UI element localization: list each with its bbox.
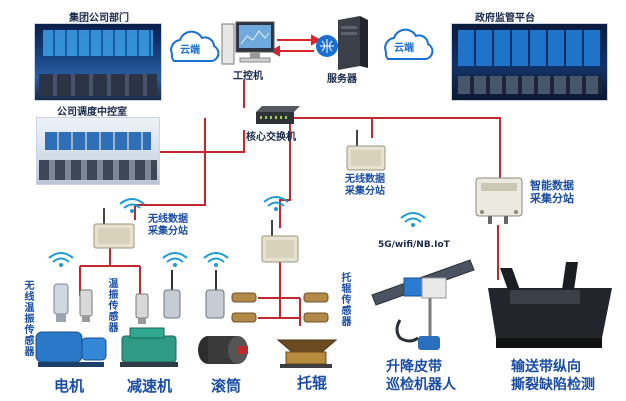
console-desks <box>39 74 157 96</box>
tear-detect-label: 输送带纵向 撕裂缺陷检测 <box>511 358 595 394</box>
dispatch-room-photo <box>36 117 160 185</box>
sensor-cylinder-4 <box>163 270 181 319</box>
idler-sensors <box>231 292 329 323</box>
line-switch-to-dispatch <box>158 130 245 153</box>
drum-label: 滚筒 <box>211 377 242 395</box>
server-label: 服务器 <box>327 74 357 85</box>
line-to-left-station <box>134 118 206 220</box>
screens <box>45 132 151 150</box>
dispatch-room-label: 公司调度中控室 <box>57 107 127 118</box>
gov-label: 政府监管平台 <box>475 13 535 24</box>
smart-station-label: 智能数据 采集分站 <box>530 179 574 205</box>
temp-vib-wireless-label: 无线温振传感器 <box>22 280 33 357</box>
motor-label: 电机 <box>54 377 85 395</box>
core-switch-label: 核心交换机 <box>246 132 296 143</box>
sensor-cylinder-2 <box>79 289 93 322</box>
wireless-station-left-text: 无线数据 采集分站 <box>148 214 188 237</box>
wifi-icon-3 <box>203 252 229 263</box>
cloud-left-label: 云端 <box>180 45 200 56</box>
temp-vib-label: 温振传感器 <box>106 278 117 333</box>
network-label: 5G/wifi/NB.IoT <box>378 240 450 250</box>
gov-desks <box>458 76 601 94</box>
idler-sensor-label: 托辊传感器 <box>339 272 350 327</box>
robot-text: 升降皮带 巡检机器人 <box>386 359 456 393</box>
sensor-cylinder-3 <box>135 293 149 324</box>
wireless-station-left-label: 无线数据 采集分站 <box>148 214 188 238</box>
wireless-station-mid-label: 无线数据 采集分站 <box>345 174 385 198</box>
smart-station-text: 智能数据 采集分站 <box>530 179 574 205</box>
gov-video-wall <box>458 30 601 66</box>
tear-detect-text: 输送带纵向 撕裂缺陷检测 <box>511 359 595 393</box>
reducer-label: 减速机 <box>127 377 173 395</box>
reducer-icon <box>120 327 178 367</box>
ipc-label: 工控机 <box>233 71 263 82</box>
desk-row <box>39 160 157 180</box>
motor-icon <box>35 331 107 367</box>
video-wall <box>43 30 153 56</box>
robot-label: 升降皮带 巡检机器人 <box>386 358 456 394</box>
idler-label: 托辊 <box>297 374 328 392</box>
cloud-right-label: 云端 <box>394 43 414 54</box>
wifi-icon-4 <box>400 212 426 223</box>
line-left-sensors <box>79 248 141 296</box>
gov-platform-photo <box>451 23 608 101</box>
sensor-cylinder-5 <box>205 270 225 319</box>
sensor-cylinder-1 <box>53 283 69 322</box>
wireless-station-mid-text: 无线数据 采集分站 <box>345 174 385 197</box>
drum-icon <box>198 336 248 364</box>
group-dept-photo <box>34 23 162 101</box>
line-right-sensors <box>258 262 301 326</box>
wifi-icon-2 <box>162 252 188 263</box>
line-switch-right <box>290 117 501 178</box>
wifi-icon-1 <box>48 252 74 263</box>
group-dept-label: 集团公司部门 <box>69 13 129 24</box>
idler-icon <box>276 339 338 368</box>
